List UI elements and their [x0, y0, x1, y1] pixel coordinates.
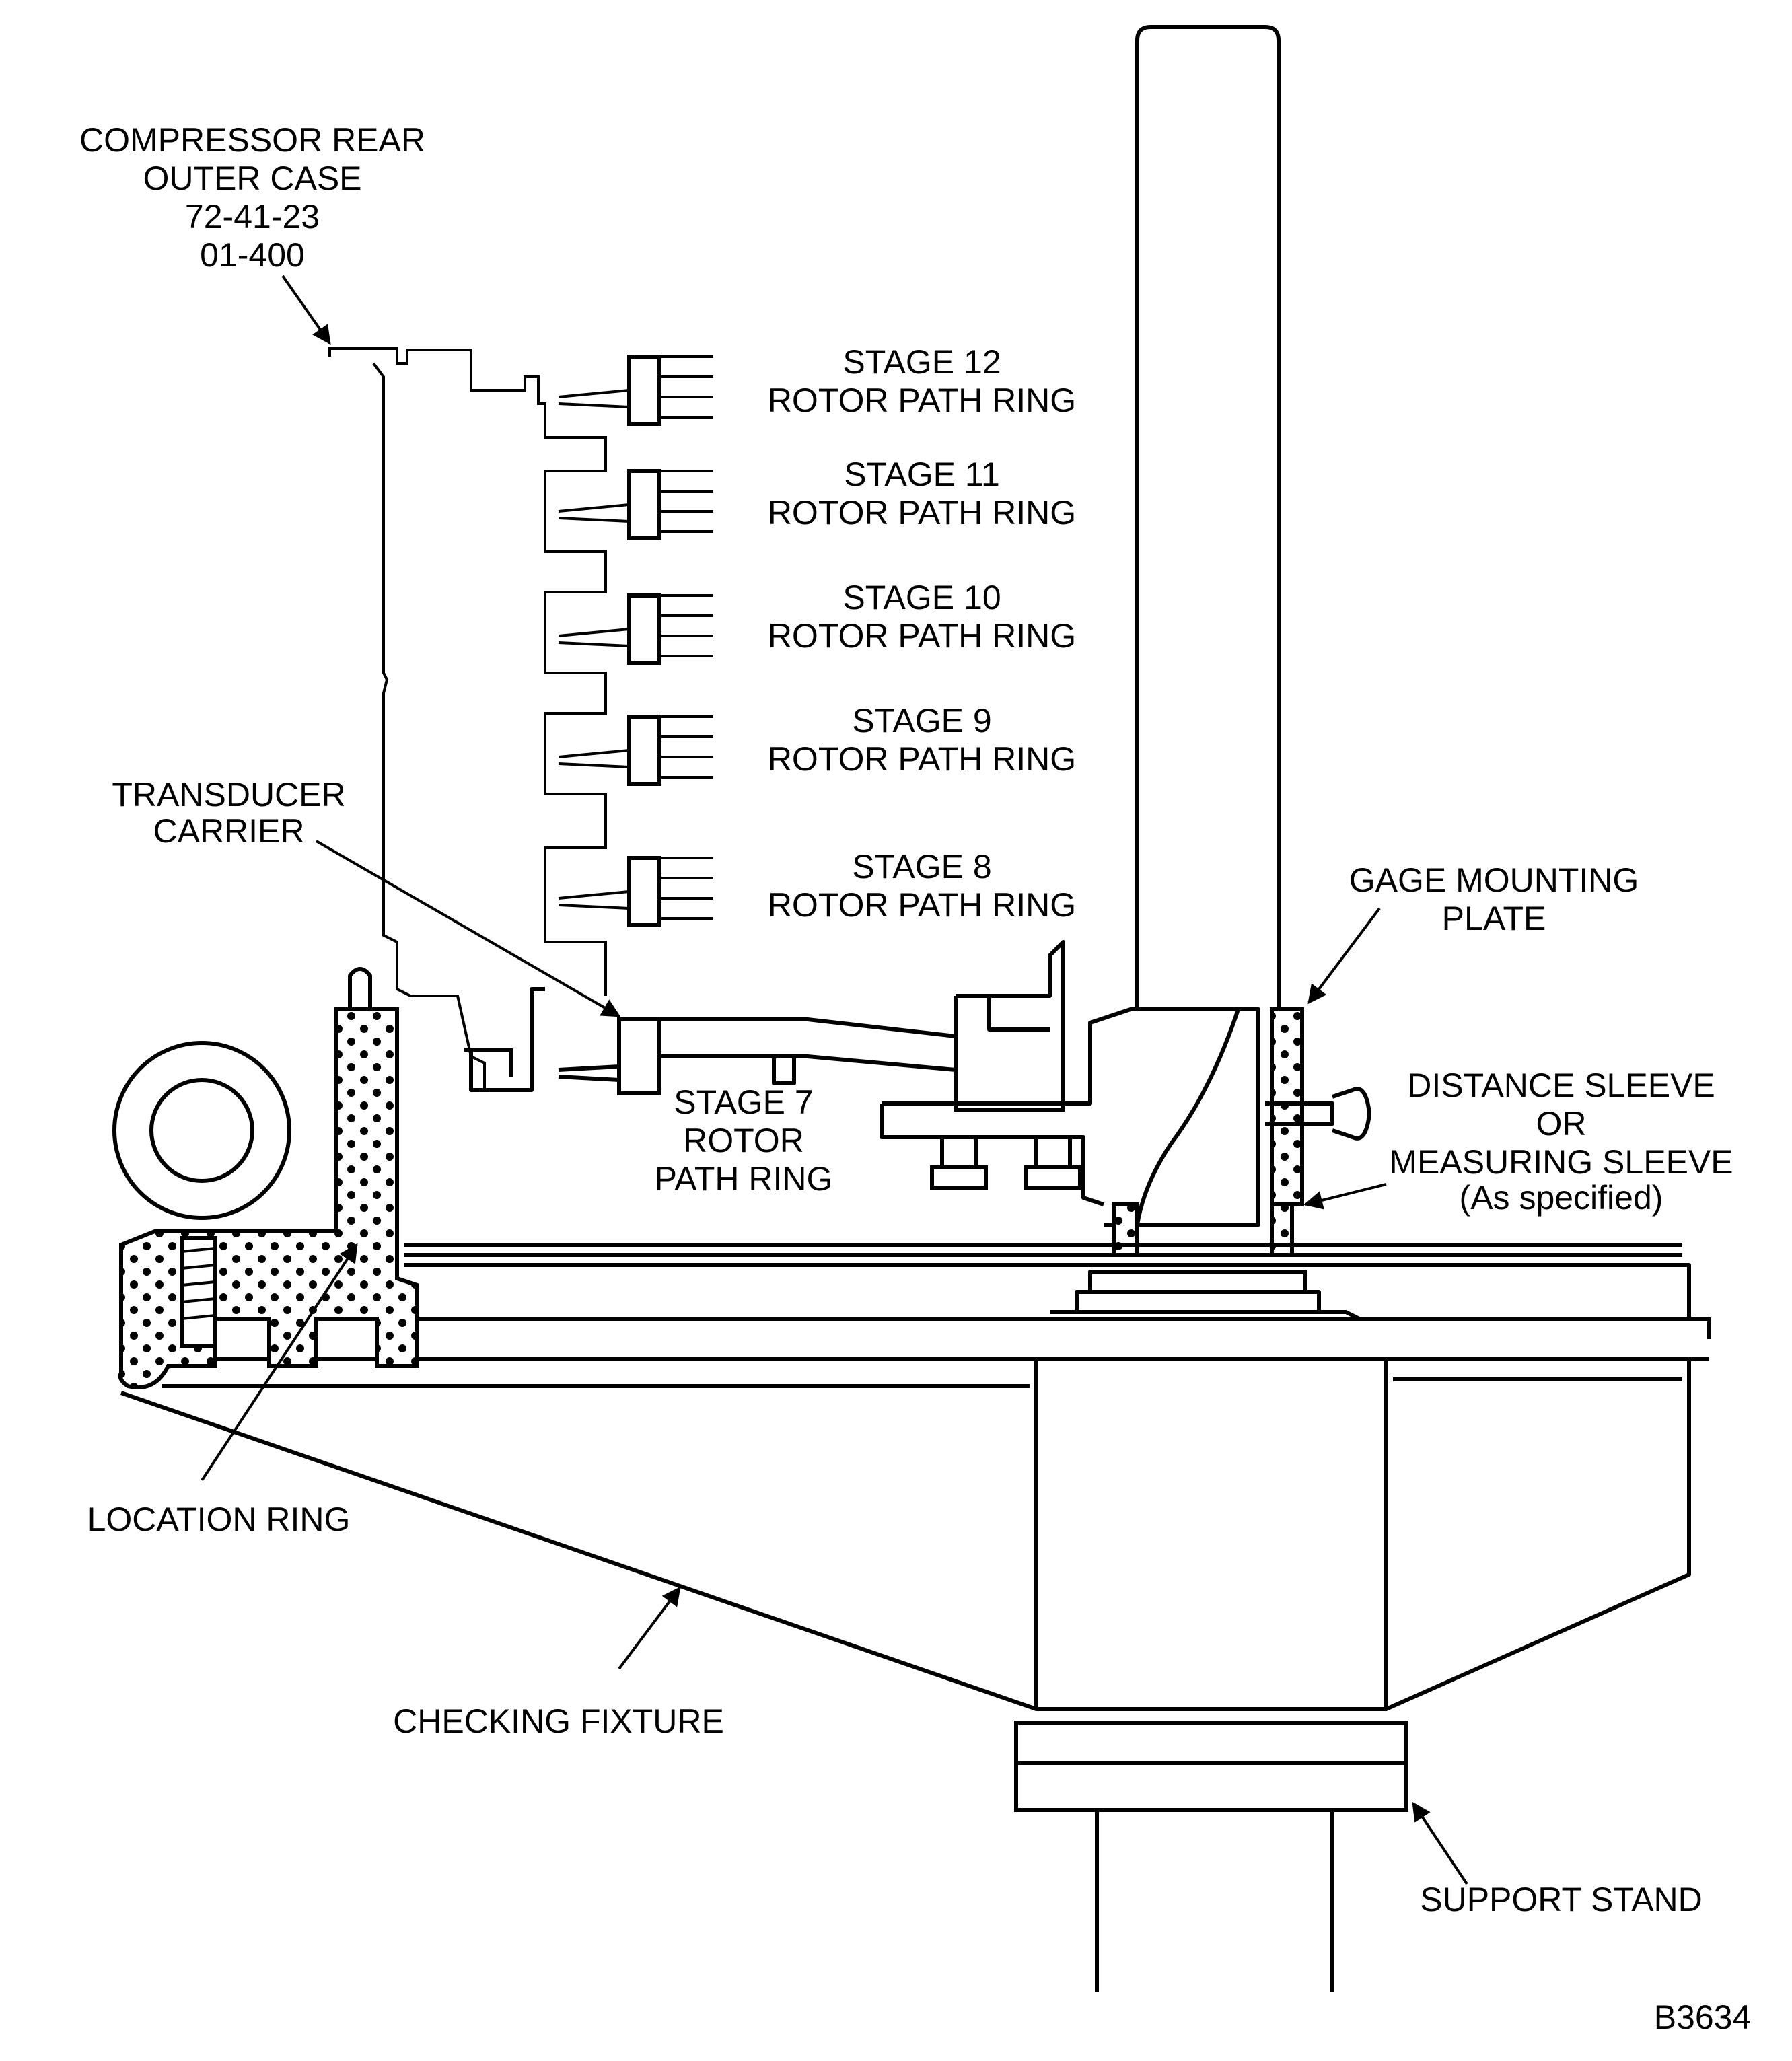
svg-text:COMPRESSOR REAR: COMPRESSOR REAR	[79, 121, 425, 159]
probe-stage-8	[558, 856, 713, 927]
svg-text:72-41-23: 72-41-23	[185, 198, 320, 236]
probe-stage-12	[558, 355, 713, 426]
svg-text:ROTOR PATH RING: ROTOR PATH RING	[768, 494, 1076, 532]
probe-stage-11	[558, 469, 713, 540]
svg-text:OR: OR	[1536, 1105, 1587, 1143]
svg-text:CARRIER: CARRIER	[153, 812, 304, 850]
label-location-ring: LOCATION RING	[87, 1500, 351, 1538]
svg-text:STAGE 7: STAGE 7	[674, 1083, 813, 1121]
svg-text:MEASURING SLEEVE: MEASURING SLEEVE	[1389, 1143, 1733, 1181]
label-stage-12: STAGE 12 ROTOR PATH RING	[768, 343, 1076, 419]
arrow-transducer-carrier	[315, 840, 621, 1017]
svg-text:ROTOR PATH RING: ROTOR PATH RING	[768, 382, 1076, 419]
gage-column	[1135, 25, 1281, 1009]
svg-text:(As specified): (As specified)	[1460, 1179, 1663, 1217]
compressor-case-outline	[328, 347, 607, 1092]
svg-text:STAGE 10: STAGE 10	[843, 579, 1001, 616]
transducer-carrier	[558, 940, 1260, 1227]
label-compressor-case: COMPRESSOR REAR OUTER CASE 72-41-23 01-4…	[79, 121, 425, 274]
probe-stage-10	[558, 593, 713, 665]
svg-text:STAGE 11: STAGE 11	[844, 456, 1000, 493]
figure-id: B3634	[1654, 1998, 1752, 2036]
probe-stage-9	[558, 715, 713, 786]
location-ring	[112, 1007, 419, 1389]
arrow-checking-fixture	[618, 1586, 681, 1670]
label-stage-11: STAGE 11 ROTOR PATH RING	[768, 456, 1076, 532]
svg-text:ROTOR: ROTOR	[683, 1122, 804, 1159]
svg-text:STAGE 9: STAGE 9	[852, 702, 991, 739]
label-transducer-carrier: TRANSDUCER CARRIER	[112, 776, 345, 850]
label-support-stand: SUPPORT STAND	[1420, 1881, 1703, 1918]
svg-text:STAGE 12: STAGE 12	[843, 343, 1001, 381]
svg-text:STAGE 8: STAGE 8	[852, 848, 991, 885]
label-gage-mounting-plate: GAGE MOUNTING PLATE	[1349, 861, 1639, 937]
svg-text:ROTOR PATH RING: ROTOR PATH RING	[768, 886, 1076, 924]
transducer-probes	[558, 355, 713, 927]
svg-text:ROTOR PATH RING: ROTOR PATH RING	[768, 617, 1076, 655]
svg-text:PATH RING: PATH RING	[655, 1160, 833, 1198]
svg-text:TRANSDUCER: TRANSDUCER	[112, 776, 345, 813]
svg-text:01-400: 01-400	[200, 236, 305, 274]
support-stand	[1014, 1721, 1408, 1992]
svg-text:DISTANCE SLEEVE: DISTANCE SLEEVE	[1407, 1066, 1715, 1104]
label-stage-8: STAGE 8 ROTOR PATH RING	[768, 848, 1076, 924]
svg-text:ROTOR PATH RING: ROTOR PATH RING	[768, 740, 1076, 778]
leader-arrows	[201, 275, 1468, 1885]
label-stage-10: STAGE 10 ROTOR PATH RING	[768, 579, 1076, 655]
arrow-compressor-case	[281, 275, 331, 345]
arrow-location-ring	[201, 1243, 358, 1482]
svg-text:OUTER CASE: OUTER CASE	[143, 159, 361, 197]
arrow-support-stand	[1412, 1801, 1468, 1885]
arrow-gage-plate	[1307, 907, 1381, 1005]
label-stage-9: STAGE 9 ROTOR PATH RING	[768, 702, 1076, 778]
svg-text:GAGE MOUNTING: GAGE MOUNTING	[1349, 861, 1639, 899]
svg-text:PLATE: PLATE	[1442, 900, 1546, 937]
gage-mounting-plate	[1112, 1007, 1371, 1257]
label-distance-sleeve: DISTANCE SLEEVE OR MEASURING SLEEVE (As …	[1389, 1066, 1733, 1217]
arrow-distance-sleeve	[1303, 1183, 1387, 1210]
label-checking-fixture: CHECKING FIXTURE	[393, 1702, 724, 1740]
label-stage-7: STAGE 7 ROTOR PATH RING	[655, 1083, 833, 1198]
